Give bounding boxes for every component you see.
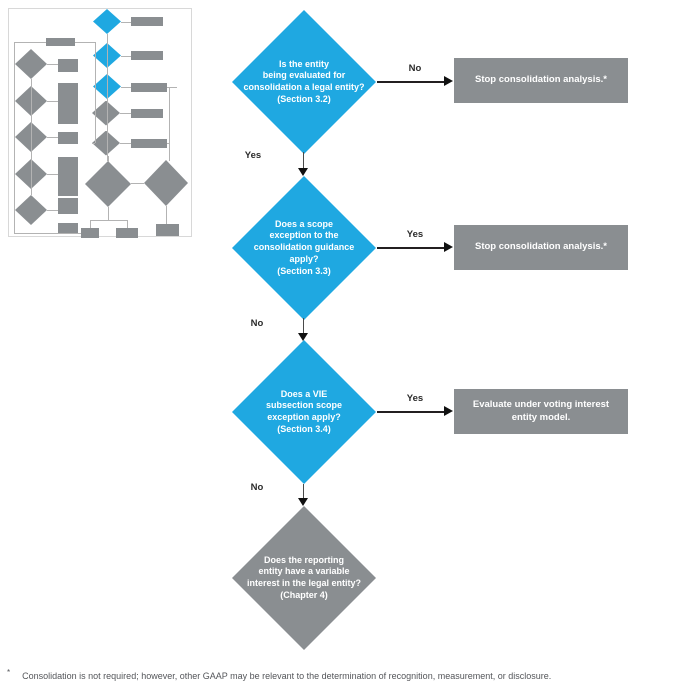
- arrowhead-right-icon: [444, 406, 453, 416]
- edge-label-yes: Yes: [406, 393, 424, 404]
- mini-box-node: [81, 228, 99, 238]
- mini-connector-line: [131, 183, 144, 184]
- mini-connector-line: [106, 34, 108, 161]
- mini-connector-line: [90, 220, 127, 221]
- mini-connector-line: [14, 42, 15, 233]
- mini-connector-line: [121, 21, 131, 23]
- edge-label-yes: Yes: [244, 150, 262, 161]
- mini-box-node: [131, 51, 163, 60]
- arrowhead-right-icon: [444, 242, 453, 252]
- mini-connector-line: [47, 137, 58, 138]
- mini-connector-line: [90, 220, 91, 228]
- flowchart-overview-thumbnail: [8, 8, 192, 238]
- mini-box-node: [131, 138, 167, 148]
- mini-connector-line: [167, 143, 169, 144]
- mini-connector-line: [107, 207, 109, 220]
- mini-box-node: [46, 38, 75, 46]
- mini-box-node: [58, 132, 78, 144]
- arrow-q2-to-q3: [303, 318, 305, 334]
- mini-diamond-node: [85, 161, 131, 207]
- mini-connector-line: [127, 220, 128, 228]
- edge-label-no: No: [250, 318, 264, 329]
- mini-box-node: [58, 59, 78, 72]
- outcome-voting-interest-model: Evaluate under voting interest entity mo…: [454, 389, 628, 434]
- mini-connector-line: [166, 206, 167, 224]
- mini-connector-line: [92, 143, 95, 144]
- mini-box-node: [58, 223, 78, 234]
- arrow-q3-to-q4: [303, 484, 305, 499]
- mini-connector-line: [120, 113, 131, 114]
- edge-label-no: No: [408, 63, 422, 74]
- outcome-stop-analysis-2: Stop consolidation analysis.*: [454, 225, 628, 270]
- mini-connector-line: [47, 101, 58, 102]
- arrow-q1-to-q2: [303, 152, 305, 169]
- mini-connector-line: [14, 233, 81, 234]
- arrowhead-down-icon: [298, 498, 308, 506]
- decision-vie-subsection-scope-exception: Does a VIE subsection scope exception ap…: [232, 340, 376, 484]
- edge-label-yes: Yes: [406, 229, 424, 240]
- mini-connector-line: [121, 55, 131, 57]
- arrowhead-right-icon: [444, 76, 453, 86]
- edge-label-no: No: [250, 482, 264, 493]
- mini-diamond-node: [93, 9, 121, 34]
- arrow-q1-to-r1: [377, 81, 446, 83]
- mini-diamond-node: [15, 49, 47, 79]
- mini-box-node: [58, 198, 78, 214]
- footnote-text: Consolidation is not required; however, …: [22, 671, 552, 681]
- arrow-q3-to-r3: [377, 411, 446, 413]
- mini-connector-line: [121, 86, 131, 88]
- mini-connector-line: [75, 42, 95, 43]
- mini-box-node: [131, 82, 167, 92]
- mini-connector-line: [47, 174, 58, 175]
- arrowhead-down-icon: [298, 168, 308, 176]
- mini-connector-line: [168, 86, 170, 161]
- mini-connector-line: [31, 79, 32, 195]
- mini-box-node: [156, 224, 179, 236]
- mini-connector-line: [95, 42, 96, 143]
- mini-box-node: [58, 83, 78, 124]
- mini-diamond-node: [15, 195, 47, 225]
- mini-connector-line: [107, 155, 109, 162]
- mini-diamond-node: [144, 160, 188, 206]
- mini-connector-line: [120, 143, 131, 144]
- mini-connector-line: [47, 210, 58, 211]
- mini-connector-line: [14, 42, 46, 43]
- mini-connector-line: [47, 64, 58, 65]
- decision-variable-interest: Does the reporting entity have a variabl…: [232, 506, 376, 650]
- decision-scope-exception: Does a scope exception to the consolidat…: [232, 176, 376, 320]
- outcome-stop-analysis-1: Stop consolidation analysis.*: [454, 58, 628, 103]
- decision-legal-entity: Is the entity being evaluated for consol…: [232, 10, 376, 154]
- mini-connector-line: [167, 86, 177, 88]
- arrow-q2-to-r2: [377, 247, 446, 249]
- mini-box-node: [116, 228, 138, 238]
- arrowhead-down-icon: [298, 333, 308, 341]
- mini-box-node: [131, 17, 163, 26]
- mini-box-node: [58, 157, 78, 196]
- footnote: * Consolidation is not required; however,…: [7, 668, 667, 683]
- mini-box-node: [131, 109, 163, 118]
- footnote-marker: *: [7, 668, 11, 677]
